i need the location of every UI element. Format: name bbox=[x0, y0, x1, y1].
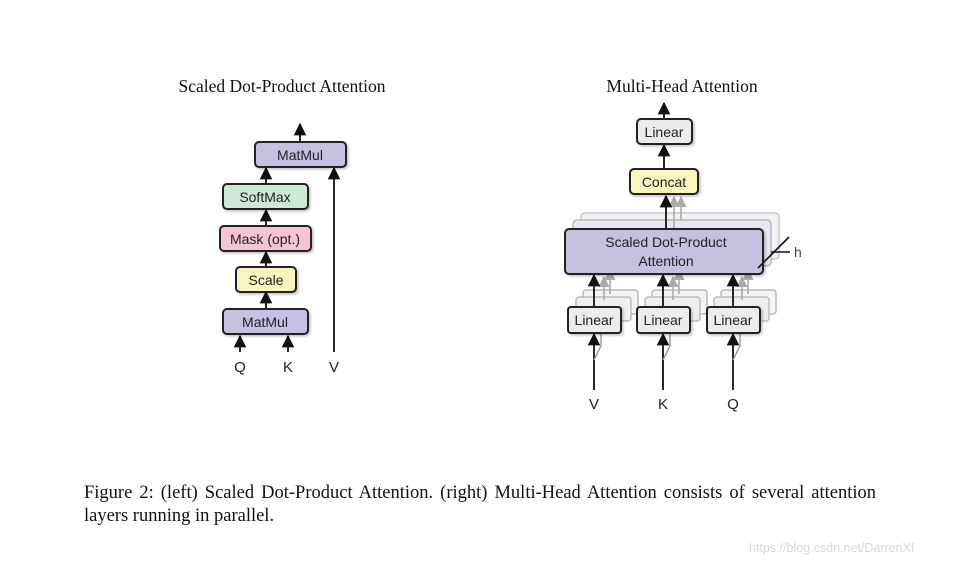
right-connections bbox=[587, 101, 740, 390]
left-softmax-label: SoftMax bbox=[239, 189, 290, 205]
right-input-k: K bbox=[658, 396, 668, 413]
right-linear-v-block: Linear bbox=[567, 306, 622, 334]
right-linear-k-block: Linear bbox=[636, 306, 691, 334]
heads-label: h bbox=[794, 244, 802, 260]
parallel-head-arrows bbox=[598, 195, 754, 300]
left-connections bbox=[233, 122, 341, 352]
left-mask-block: Mask (opt.) bbox=[219, 225, 312, 252]
right-linear-q-label: Linear bbox=[714, 312, 753, 328]
right-linear-v-label: Linear bbox=[575, 312, 614, 328]
right-attention-block: Scaled Dot-Product Attention bbox=[564, 228, 764, 275]
left-matmul-top-block: MatMul bbox=[254, 141, 347, 168]
right-linear-q-block: Linear bbox=[706, 306, 761, 334]
right-linear-k-label: Linear bbox=[644, 312, 683, 328]
watermark: https://blog.csdn.net/DarrenXf bbox=[749, 541, 915, 555]
left-title: Scaled Dot-Product Attention bbox=[178, 76, 385, 96]
left-softmax-block: SoftMax bbox=[222, 183, 309, 210]
right-linear-top-label: Linear bbox=[645, 124, 684, 140]
left-scale-block: Scale bbox=[235, 266, 297, 293]
right-attention-label-line2: Attention bbox=[638, 253, 693, 269]
right-concat-label: Concat bbox=[642, 174, 686, 190]
left-input-q: Q bbox=[234, 359, 246, 376]
left-input-v: V bbox=[329, 359, 339, 376]
right-input-q: Q bbox=[727, 396, 739, 413]
left-matmul-bottom-block: MatMul bbox=[222, 308, 309, 335]
left-matmul-top-label: MatMul bbox=[277, 147, 323, 163]
heads-bracket bbox=[757, 236, 790, 269]
figure-caption: Figure 2: (left) Scaled Dot-Product Atte… bbox=[84, 483, 876, 526]
right-attention-label-line1: Scaled Dot-Product bbox=[605, 234, 727, 250]
left-scale-label: Scale bbox=[248, 272, 283, 288]
left-matmul-bottom-label: MatMul bbox=[242, 314, 288, 330]
right-input-v: V bbox=[589, 396, 599, 413]
right-concat-block: Concat bbox=[629, 168, 699, 195]
left-input-k: K bbox=[283, 359, 293, 376]
right-linear-top-block: Linear bbox=[636, 118, 693, 145]
right-title: Multi-Head Attention bbox=[606, 76, 757, 96]
left-mask-label: Mask (opt.) bbox=[230, 231, 300, 247]
